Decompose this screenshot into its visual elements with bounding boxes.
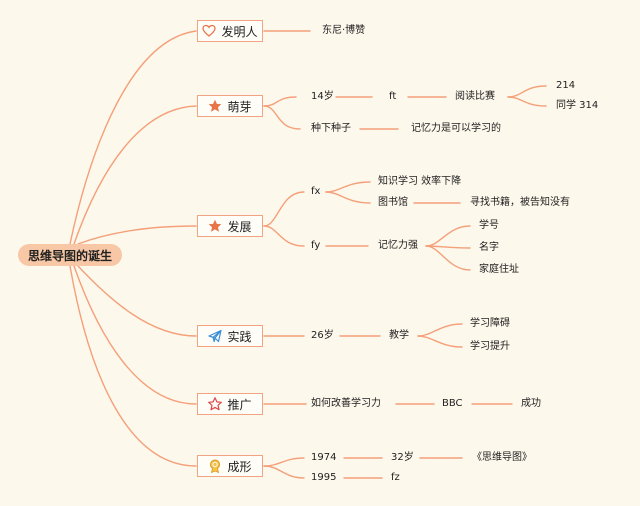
form-year1: 1974 (311, 452, 337, 463)
star-filled-icon (209, 219, 222, 232)
practice-item: 学习障碍 (470, 318, 510, 329)
practice-age: 26岁 (311, 330, 334, 341)
root-label: 思维导图的诞生 (27, 248, 112, 263)
sprout-ft: ft (389, 91, 397, 102)
node-practice[interactable]: 实践 (197, 325, 263, 347)
develop-library-note: 寻找书籍，被告知没有 (470, 197, 570, 208)
develop-mem-item: 名字 (479, 242, 499, 253)
node-practice-label: 实践 (227, 329, 252, 344)
paper-plane-icon (208, 329, 223, 343)
develop-library: 图书馆 (378, 197, 408, 208)
practice-teach: 教学 (389, 330, 409, 341)
node-inventor[interactable]: 发明人 (197, 20, 263, 42)
form-book: 《思维导图》 (472, 452, 532, 463)
node-sprout-label: 萌芽 (227, 99, 252, 114)
medal-icon (210, 459, 221, 473)
develop-memory: 记忆力强 (378, 240, 418, 251)
root-node[interactable]: 思维导图的诞生 (18, 244, 122, 266)
sprout-seed: 种下种子 (311, 123, 351, 134)
sprout-rank-classmate: 同学 314 (556, 100, 599, 111)
node-inventor-label: 发明人 (221, 24, 258, 39)
connector-inventor (69, 30, 197, 245)
node-form-label: 成形 (227, 459, 252, 474)
star-outline-icon (208, 397, 223, 411)
heart-icon (202, 24, 217, 37)
form-age: 32岁 (391, 452, 414, 463)
node-sprout[interactable]: 萌芽 (197, 95, 263, 117)
node-develop[interactable]: 发展 (197, 215, 263, 237)
promote-question: 如何改善学习力 (311, 398, 381, 409)
form-year2: 1995 (311, 472, 337, 483)
develop-fx-item: 知识学习 效率下降 (378, 176, 462, 187)
develop-mem-item: 学号 (479, 220, 499, 231)
promote-success: 成功 (521, 398, 541, 409)
sprout-contest: 阅读比赛 (455, 91, 495, 102)
sprout-seed-note: 记忆力是可以学习的 (411, 123, 501, 134)
node-promote-label: 推广 (227, 397, 252, 412)
sprout-age: 14岁 (311, 91, 334, 102)
form-fz: fz (391, 472, 400, 483)
inventor-name: 东尼·博赞 (322, 25, 366, 36)
node-form[interactable]: 成形 (197, 455, 263, 477)
develop-mem-item: 家庭住址 (479, 264, 519, 275)
develop-fy: fy (311, 240, 321, 251)
node-develop-label: 发展 (227, 219, 252, 234)
practice-item: 学习提升 (470, 341, 510, 352)
node-promote[interactable]: 推广 (197, 393, 263, 415)
star-filled-icon (209, 99, 222, 112)
sprout-rank-self: 214 (556, 80, 576, 91)
promote-bbc: BBC (442, 398, 463, 409)
develop-fx: fx (311, 186, 321, 197)
